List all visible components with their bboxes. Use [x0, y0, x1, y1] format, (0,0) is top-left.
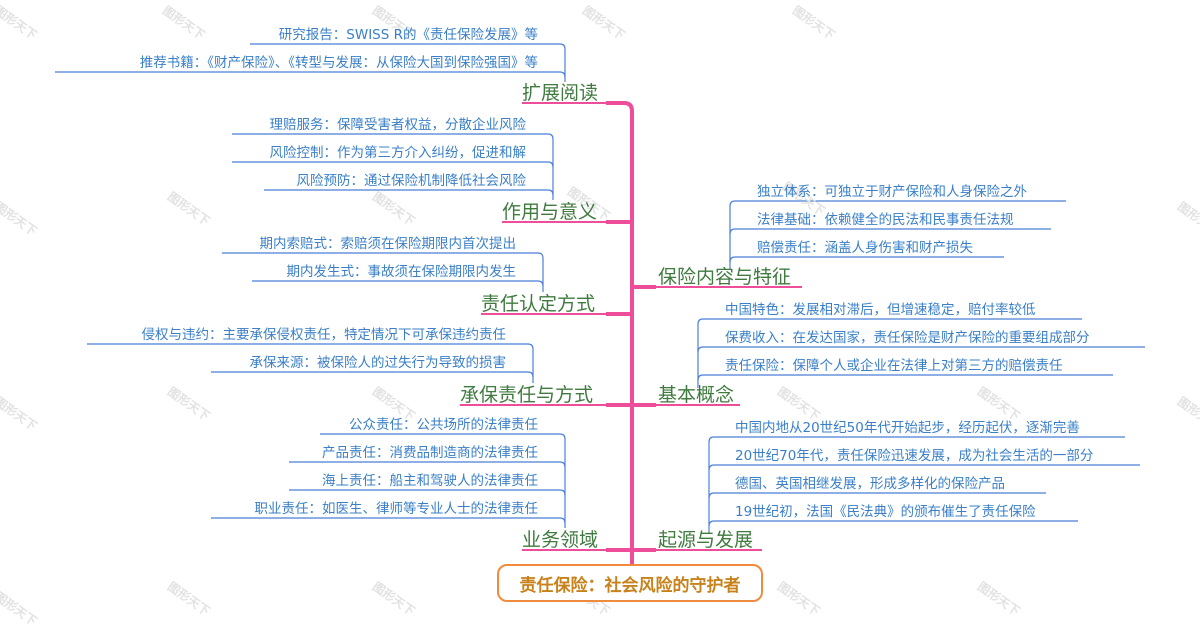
branch-liability-determination[interactable]: 责任认定方式 — [481, 293, 596, 315]
leaf-premium-income[interactable]: 保费收入：在发达国家，责任保险是财产保险的重要组成部分 — [725, 330, 1090, 346]
leaf-product-liability[interactable]: 产品责任：消费品制造商的法律责任 — [322, 445, 538, 461]
leaf-germany-uk[interactable]: 德国、英国相继发展，形成多样化的保险产品 — [735, 476, 1005, 492]
branch-business-areas[interactable]: 业务领域 — [522, 529, 599, 551]
leaf-19th-century[interactable]: 19世纪初，法国《民法典》的颁布催生了责任保险 — [735, 504, 1036, 520]
leaf-claims-service[interactable]: 理赔服务：保障受害者权益，分散企业风险 — [269, 117, 527, 133]
leaf-marine-liability[interactable]: 海上责任：船主和驾驶人的法律责任 — [322, 473, 538, 489]
root-label: 责任保险：社会风险的守护者 — [519, 575, 741, 596]
branch-content-features[interactable]: 保险内容与特征 — [658, 266, 792, 288]
leaf-china-mainland[interactable]: 中国内地从20世纪50年代开始起步，经历起伏，逐渐完善 — [735, 420, 1080, 436]
branch-role-significance[interactable]: 作用与意义 — [502, 201, 598, 223]
trunk-line — [606, 101, 634, 566]
leaf-coverage-source[interactable]: 承保来源：被保险人的过失行为导致的损害 — [249, 355, 507, 371]
branch-basic-concepts[interactable]: 基本概念 — [658, 384, 735, 406]
leaf-recommended-books[interactable]: 推荐书籍：《财产保险》、《转型与发展：从保险大国到保险强国》等 — [139, 55, 538, 71]
leaf-claims-made[interactable]: 期内索赔式：索赔须在保险期限内首次提出 — [259, 236, 517, 252]
leaf-risk-control[interactable]: 风险控制：作为第三方介入纠纷，促进和解 — [269, 145, 527, 161]
leaf-risk-prevention[interactable]: 风险预防：通过保险机制降低社会风险 — [296, 173, 527, 189]
leaf-compensation-liability[interactable]: 赔偿责任：涵盖人身伤害和财产损失 — [757, 240, 973, 256]
leaf-professional-liability[interactable]: 职业责任：如医生、律师等专业人士的法律责任 — [254, 501, 539, 517]
leaf-independent-system[interactable]: 独立体系：可独立于财产保险和人身保险之外 — [757, 184, 1027, 200]
root-topic[interactable]: 责任保险：社会风险的守护者 — [497, 564, 763, 602]
leaf-tort-contract[interactable]: 侵权与违约：主要承保侵权责任，特定情况下可承保违约责任 — [141, 327, 507, 343]
leaf-1970s[interactable]: 20世纪70年代，责任保险迅速发展，成为社会生活的一部分 — [735, 448, 1094, 464]
leaf-public-liability[interactable]: 公众责任：公共场所的法律责任 — [349, 417, 538, 433]
branch-origin-development[interactable]: 起源与发展 — [658, 529, 754, 551]
leaf-china-characteristics[interactable]: 中国特色：发展相对滞后，但增速稳定，赔付率较低 — [725, 302, 1036, 318]
branch-extended-reading[interactable]: 扩展阅读 — [522, 82, 599, 104]
leaf-occurrence[interactable]: 期内发生式：事故须在保险期限内发生 — [286, 264, 517, 280]
leaf-legal-basis[interactable]: 法律基础：依赖健全的民法和民事责任法规 — [757, 212, 1014, 228]
branch-coverage-scope[interactable]: 承保责任与方式 — [460, 384, 594, 406]
leaf-research-report[interactable]: 研究报告：SWISS R的《责任保险发展》等 — [278, 27, 538, 43]
leaf-liability-insurance-def[interactable]: 责任保险：保障个人或企业在法律上对第三方的赔偿责任 — [725, 358, 1063, 374]
